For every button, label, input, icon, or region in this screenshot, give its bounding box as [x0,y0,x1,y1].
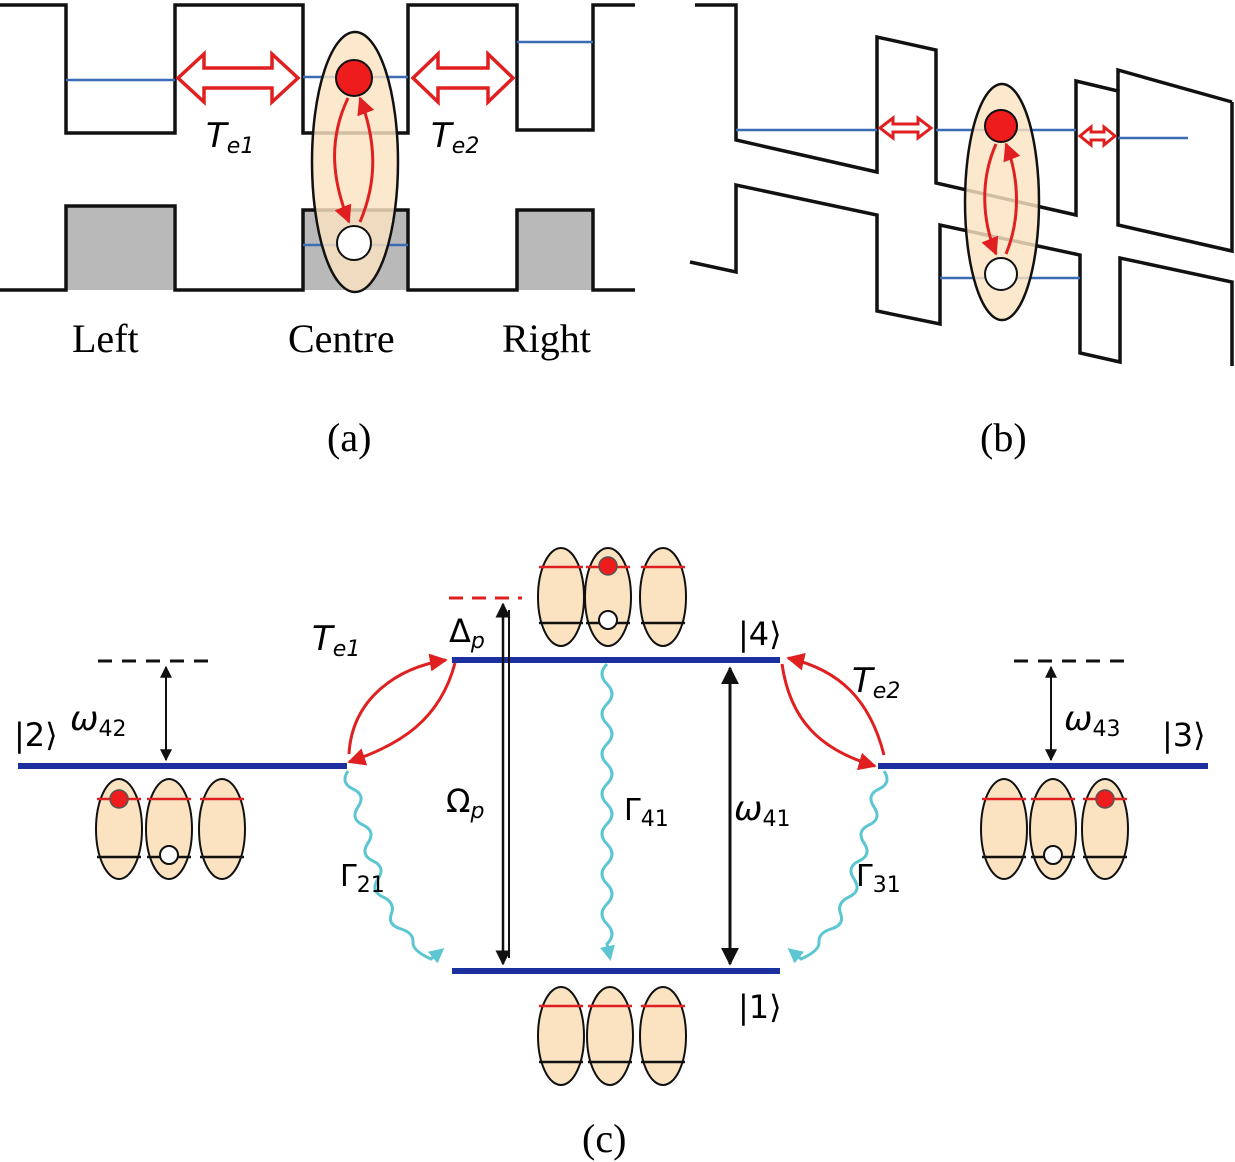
electron-hole-arrow-b-left [981,143,999,256]
panel-b: (b) [689,3,1234,460]
exciton-ellipse-b [963,82,1041,322]
electron [335,59,373,97]
omega41-label: ω41 [734,789,790,832]
te1-coupling-up [347,653,448,755]
electron-hole-arrow-left [333,97,352,224]
te2-label: Te2 [852,661,900,704]
region-label-right: Right [502,316,591,361]
te2-coupling-up [786,652,886,756]
panel-c-label: (c) [582,1116,626,1161]
left-well-fill [66,206,173,290]
panel-c: |2⟩ |3⟩ |4⟩ |1⟩ ω42 ω43 ω41 Te1 Te2 Δp Ω… [14,547,1208,1161]
electron-hole-arrow-right [357,96,375,223]
tunnel-arrow-b-2 [1077,123,1118,149]
tunnel-label-1: Te1 [206,116,254,159]
tunnel-label-2: Te2 [431,116,479,159]
tunnel-arrow-2 [410,49,516,107]
exciton-config-state4 [537,547,687,647]
omega42-label: ω42 [70,699,126,742]
state-label-4: |4⟩ [738,615,782,653]
exciton-config-state3 [980,778,1129,880]
tunnel-arrow-1 [175,50,301,106]
electron-b [984,109,1018,143]
panel-a: Te1 Te2 Left Centre Right (a) [0,3,635,460]
exciton-config-state2 [95,778,246,880]
gamma31-label: Γ31 [856,859,901,898]
tilted-valence-band [689,182,1234,366]
gamma21-label: Γ21 [340,859,385,898]
te2-coupling-down [780,663,877,771]
state-label-1: |1⟩ [738,988,782,1026]
panel-b-label: (b) [980,415,1027,460]
detuning-label: Δp [449,612,485,654]
hole [336,225,372,261]
te1-coupling-down [347,662,457,766]
region-label-centre: Centre [288,316,395,361]
state-label-3: |3⟩ [1162,716,1206,754]
gamma41-label: Γ41 [624,793,669,832]
omega43-label: ω43 [1064,699,1120,742]
state-label-2: |2⟩ [14,716,58,754]
exciton-config-state1 [537,986,687,1086]
tilted-conduction-band [695,3,1234,254]
probe-label: Ωp [446,782,484,824]
gamma31-decay [787,770,889,964]
electron-hole-arrow-b-right [1003,142,1021,255]
right-well-fill [517,210,593,290]
panel-a-label: (a) [327,415,371,460]
te1-label: Te1 [312,619,360,662]
region-label-left: Left [72,316,139,361]
gamma21-decay [343,770,445,964]
exciton-ellipse [310,30,400,294]
tilted-conduction-band-upper [1116,67,1233,104]
hole-b [984,257,1018,291]
tunnel-arrow-b-1 [877,114,934,142]
gamma41-decay [600,662,615,961]
